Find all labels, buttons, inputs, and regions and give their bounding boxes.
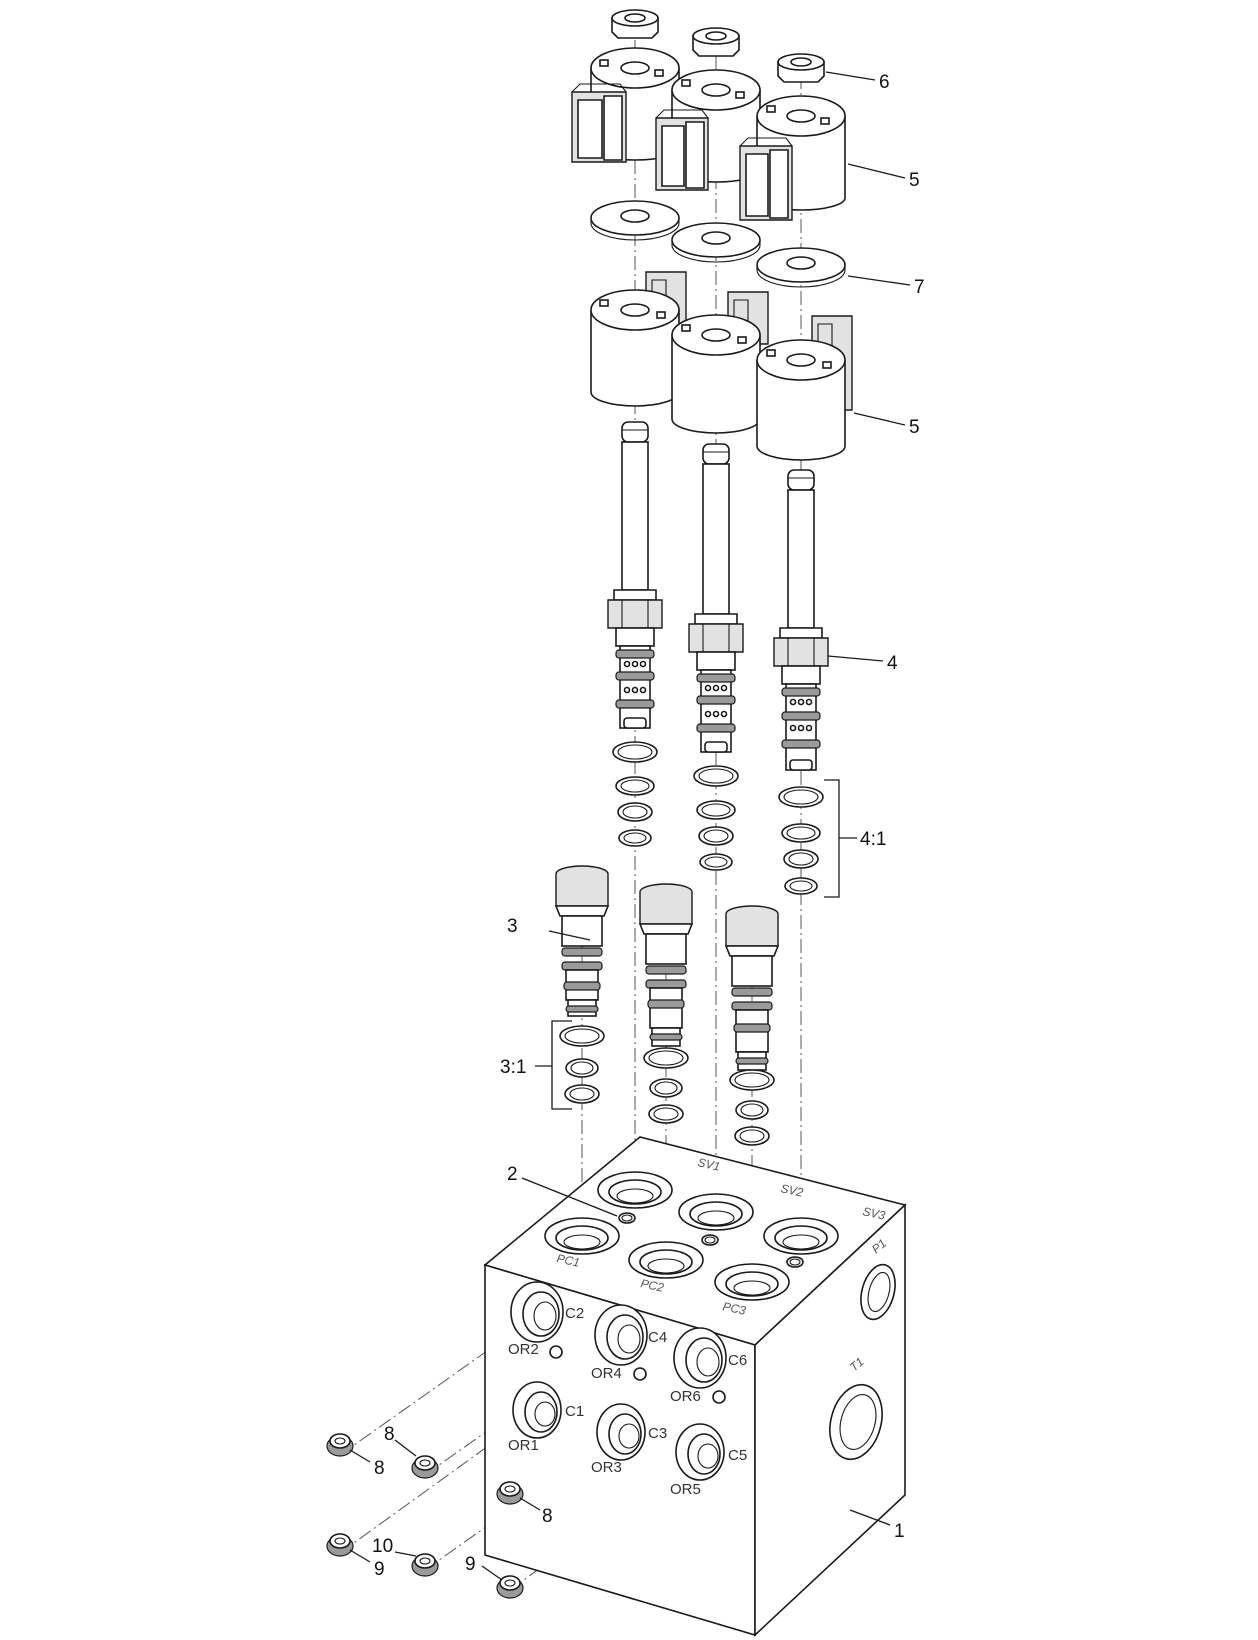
port-label-or6: OR6	[670, 1388, 701, 1405]
port-label-sv1: SV1	[696, 1155, 721, 1173]
callout-8-left: 8	[374, 1458, 385, 1479]
callout-labels: 6 5 7 5 4 4:1 3 3:1 2 1 8 8 8 9 10 9	[372, 72, 925, 1580]
washer	[756, 247, 846, 288]
lower-coil-group	[590, 271, 853, 461]
seal-kit-3-1	[559, 1025, 775, 1146]
port-label-c3: C3	[648, 1425, 667, 1442]
solenoid-cartridge-valve	[688, 443, 744, 753]
callout-9-right: 9	[465, 1554, 476, 1575]
nut	[777, 53, 825, 83]
port-label-or4: OR4	[591, 1365, 622, 1382]
solenoid-coil	[655, 69, 761, 191]
callout-5-upper: 5	[909, 170, 920, 191]
pressure-cartridge-group	[554, 865, 780, 1071]
plug	[496, 1575, 524, 1599]
port-label-or1: OR1	[508, 1437, 539, 1454]
nut	[692, 27, 740, 57]
callout-5-lower: 5	[909, 417, 920, 438]
solenoid-coil	[571, 47, 680, 163]
callout-8-middle: 8	[384, 1424, 395, 1445]
solenoid-cartridge-valve	[607, 421, 663, 729]
port-label-pc1: PC1	[555, 1251, 581, 1270]
plug	[411, 1553, 439, 1577]
callout-8-right: 8	[542, 1506, 553, 1527]
pressure-cartridge	[724, 905, 780, 1071]
top-face-ports	[544, 1171, 839, 1301]
callout-10: 10	[372, 1536, 393, 1557]
port-label-c4: C4	[648, 1329, 667, 1346]
front-face-ports	[510, 1281, 727, 1481]
port-label-or2: OR2	[508, 1341, 539, 1358]
callout-2: 2	[507, 1164, 518, 1185]
upper-coil-group	[571, 47, 846, 221]
port-label-sv2: SV2	[779, 1181, 804, 1199]
washer	[671, 222, 761, 263]
callout-9-left: 9	[374, 1559, 385, 1580]
plug	[411, 1455, 439, 1479]
port-label-c2: C2	[565, 1305, 584, 1322]
plug	[496, 1481, 524, 1505]
plug-group	[326, 1433, 524, 1599]
port-label-c1: C1	[565, 1403, 584, 1420]
port-label-or3: OR3	[591, 1459, 622, 1476]
side-face-ports	[829, 1263, 896, 1461]
solenoid-coil	[739, 95, 846, 221]
washer-group	[590, 200, 846, 288]
callout-3-1: 3:1	[500, 1057, 526, 1078]
port-label-t1: T1	[847, 1355, 867, 1375]
port-label-pc3: PC3	[721, 1299, 747, 1318]
pressure-cartridge	[554, 865, 610, 1017]
callout-leaders	[349, 71, 911, 1581]
nut-group	[611, 9, 825, 83]
cartridge-valve-group	[607, 421, 829, 771]
callout-7: 7	[914, 277, 925, 298]
port-label-c5: C5	[728, 1447, 747, 1464]
plug	[326, 1533, 354, 1557]
port-label-pc2: PC2	[639, 1276, 665, 1295]
seal-kit-4-1	[612, 741, 824, 895]
callout-4-1: 4:1	[860, 829, 886, 850]
nut	[611, 9, 659, 39]
plug	[326, 1433, 354, 1457]
callout-3: 3	[507, 916, 518, 937]
solenoid-coil	[671, 291, 769, 434]
port-label-or5: OR5	[670, 1481, 701, 1498]
port-label-c6: C6	[728, 1352, 747, 1369]
callout-4: 4	[887, 653, 898, 674]
solenoid-cartridge-valve	[773, 469, 829, 771]
pressure-cartridge	[638, 883, 694, 1047]
solenoid-coil	[756, 315, 853, 461]
washer	[590, 200, 680, 241]
port-label-sv3: SV3	[861, 1204, 886, 1222]
callout-6: 6	[879, 72, 890, 93]
solenoid-coil	[590, 271, 687, 407]
manifold-block: SV1 SV2 SV3 PC1 PC2 PC3 P1 T1 C2 OR2 C4 …	[483, 1136, 907, 1637]
port-labels: SV1 SV2 SV3 PC1 PC2 PC3 P1 T1 C2 OR2 C4 …	[508, 1155, 889, 1498]
callout-1: 1	[894, 1521, 905, 1542]
